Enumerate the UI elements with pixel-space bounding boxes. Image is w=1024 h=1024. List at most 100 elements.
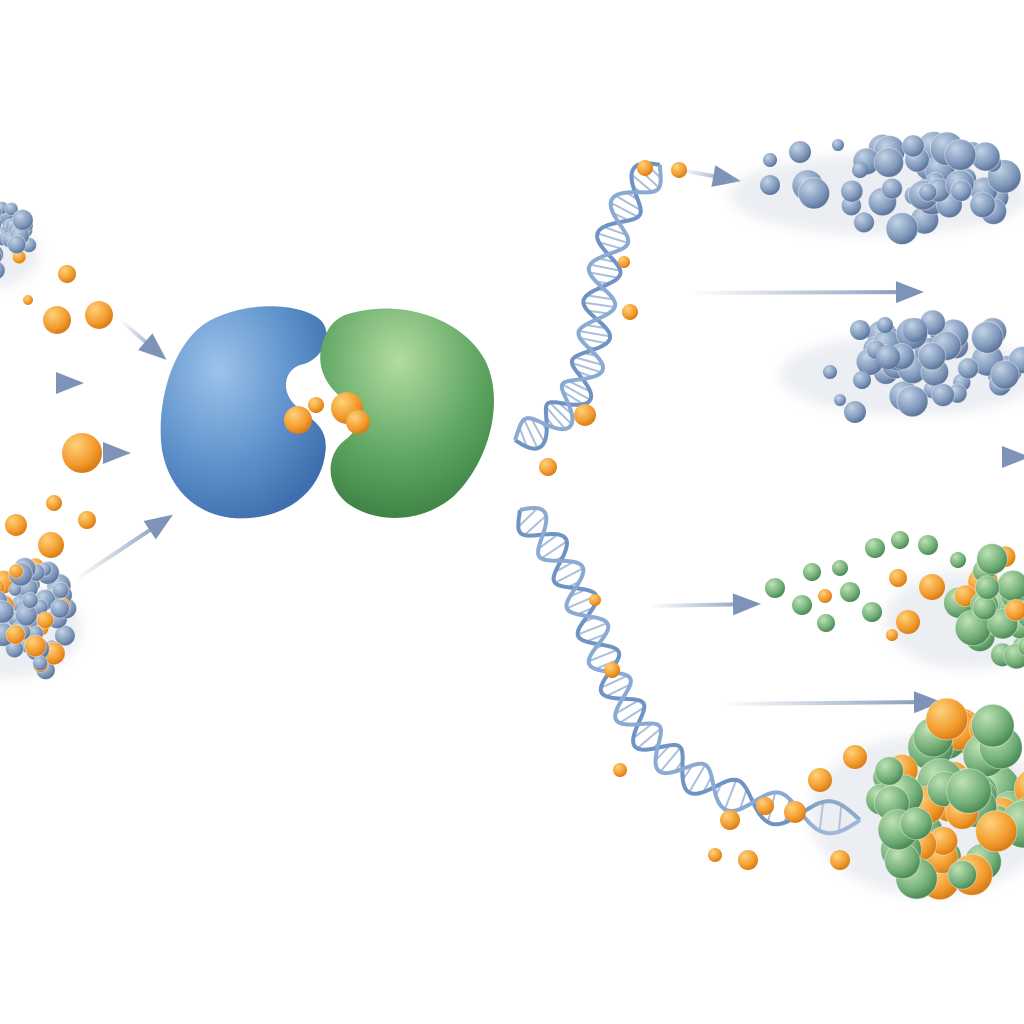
cluster-sphere	[36, 611, 55, 630]
cluster-sphere	[972, 595, 997, 621]
dna-base-pair	[562, 390, 584, 406]
dna-base-pair	[586, 294, 614, 301]
ligand-sphere-icon	[886, 629, 898, 641]
cluster-sphere	[918, 182, 938, 202]
dna-base-pair	[636, 727, 662, 750]
dna-base-pair	[530, 418, 546, 443]
cluster-sphere	[969, 191, 996, 219]
cluster-sphere	[0, 261, 6, 280]
cluster-sphere	[8, 563, 24, 579]
cluster-sphere	[4, 201, 19, 217]
dna-base-pair	[589, 263, 621, 272]
green-protein-lobe	[320, 308, 494, 518]
ligand-sphere-icon	[308, 397, 324, 413]
ligand-sphere-icon	[830, 850, 850, 870]
dna-base-pair	[523, 419, 539, 449]
ligand-sphere-icon	[622, 304, 638, 320]
dna-base-pair	[723, 779, 738, 810]
cluster-sphere	[947, 859, 978, 890]
ligand-sphere-icon	[808, 768, 832, 792]
cluster-sphere	[840, 582, 860, 602]
dna-base-pair	[610, 201, 639, 218]
cluster-sphere	[950, 552, 966, 568]
arrow-icon	[711, 165, 741, 187]
ligand-sphere-icon	[589, 594, 601, 606]
arrow-icon	[913, 691, 942, 714]
cluster-sphere	[974, 575, 1000, 601]
cluster-sphere	[792, 595, 812, 615]
cluster-sphere	[840, 179, 864, 203]
arrows-group	[0, 165, 1024, 714]
cluster-sphere	[896, 385, 929, 418]
dna-strand	[513, 164, 663, 441]
arrow-icon	[103, 442, 131, 464]
arrow-icon	[895, 281, 924, 304]
cluster-sphere	[996, 569, 1024, 602]
cluster-sphere	[763, 153, 777, 167]
cluster-sphere	[844, 401, 866, 423]
cluster-sphere	[765, 578, 785, 598]
dna-base-pair	[578, 329, 611, 338]
dna-base-pair	[659, 746, 682, 773]
dna-base-pair	[630, 173, 653, 193]
ligand-sphere-icon	[539, 458, 557, 476]
dna-base-pair	[554, 560, 575, 573]
dna-base-pair	[579, 337, 607, 345]
dna-base-pair	[574, 356, 603, 366]
ligand-sphere-icon	[284, 406, 312, 434]
cluster-sphere	[24, 634, 47, 658]
cluster-sphere	[917, 342, 947, 371]
cluster-sphere	[0, 206, 2, 218]
green-cluster-icon	[865, 697, 1024, 901]
ligand-sphere-icon	[843, 745, 867, 769]
ligand-sphere-icon	[604, 662, 620, 678]
arrow-icon	[138, 333, 167, 360]
cluster-sphere	[797, 177, 831, 210]
ligand-sphere-icon	[720, 810, 740, 830]
ligand-sphere-icon	[574, 404, 596, 426]
cluster-sphere	[918, 535, 938, 555]
blue-cluster-icon	[0, 201, 37, 280]
ligand-sphere-icon	[896, 610, 920, 634]
cluster-sphere	[852, 162, 868, 178]
cluster-sphere	[0, 217, 3, 230]
cluster-sphere	[1017, 636, 1024, 657]
cluster-sphere	[11, 209, 34, 231]
dna-base-pair	[585, 323, 607, 330]
molecular-clusters	[0, 131, 1024, 901]
cluster-sphere	[832, 139, 844, 151]
dna-base-pair	[518, 426, 528, 448]
ligand-spheres	[5, 139, 966, 870]
dna-base-pair	[598, 241, 623, 250]
cluster-sphere	[899, 807, 933, 841]
cluster-sphere	[876, 345, 900, 369]
cluster-sphere	[0, 579, 6, 595]
cluster-sphere	[903, 318, 927, 342]
cluster-sphere	[881, 177, 903, 200]
ligand-sphere-icon	[23, 295, 33, 305]
ligand-sphere-icon	[671, 162, 687, 178]
ligand-sphere-icon	[62, 433, 102, 473]
dna-base-pair	[605, 683, 631, 698]
dna-base-pair	[577, 622, 608, 636]
dna-base-pair	[587, 309, 609, 315]
cluster-sphere	[853, 371, 871, 389]
arrow-shaft	[688, 290, 920, 295]
dna-base-pair	[554, 567, 584, 584]
ligand-sphere-icon	[708, 848, 722, 862]
dna-base-pair	[588, 648, 618, 663]
dna-base-pair	[603, 225, 627, 237]
cluster-sphere	[853, 211, 875, 234]
dna-base-pair	[561, 383, 591, 401]
cluster-sphere	[990, 360, 1020, 390]
ligand-sphere-icon	[613, 763, 627, 777]
dna-base-pair	[568, 380, 591, 393]
cluster-sphere	[7, 234, 27, 255]
dna-base-pair	[549, 401, 573, 425]
dna-base-pair	[615, 194, 642, 212]
dna-base-pair	[739, 788, 748, 810]
cluster-sphere	[1013, 771, 1024, 807]
arrow-icon	[1002, 446, 1024, 468]
blue-protein-lobe	[160, 306, 327, 519]
